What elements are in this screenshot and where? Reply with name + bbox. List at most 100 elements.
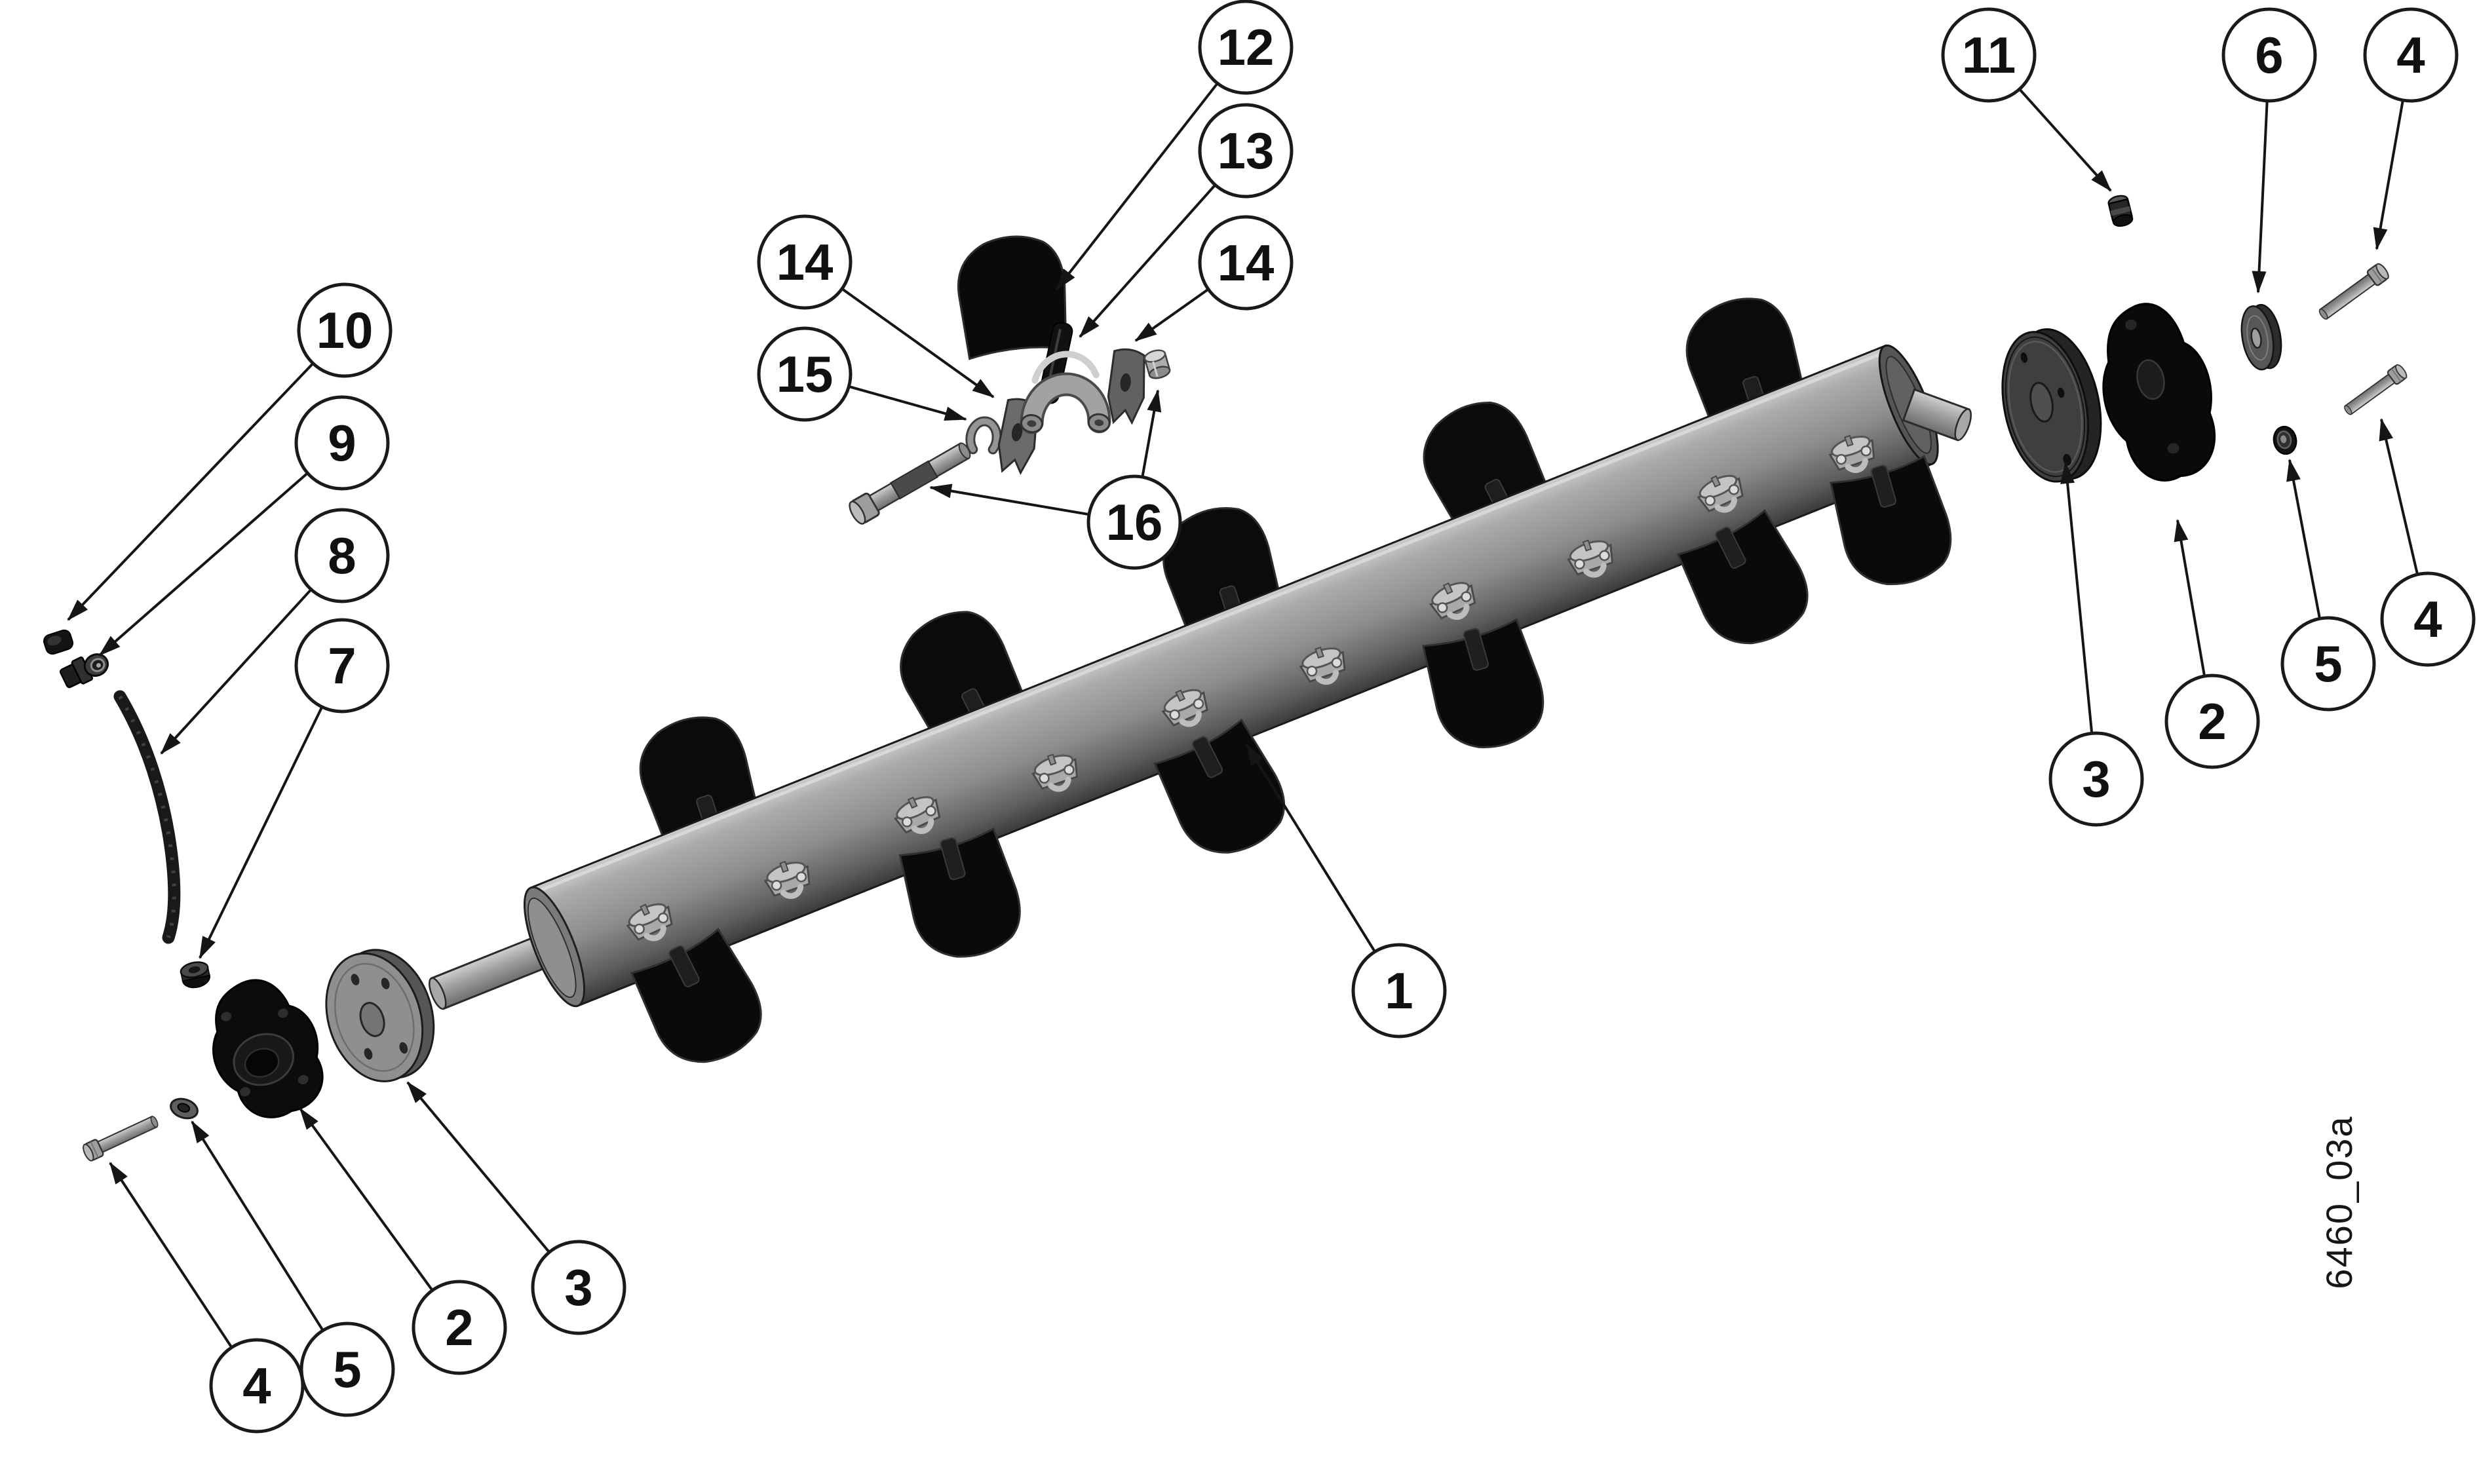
flail-blade — [1150, 716, 1300, 871]
callout-circle — [1198, 215, 1294, 311]
callout-arrow — [406, 1081, 550, 1253]
callout-arrow — [199, 706, 324, 959]
callout-4: 4 — [2363, 7, 2459, 103]
plug-nut — [180, 961, 210, 989]
flat-washer — [2240, 303, 2282, 371]
callout-arrow — [929, 484, 1090, 516]
callout-arrow — [1141, 389, 1162, 478]
bearing-housing — [2085, 292, 2229, 491]
right-hardware-group — [2001, 195, 2410, 491]
callout-number: 6 — [2255, 26, 2283, 84]
clamp-plate — [1104, 347, 1150, 427]
center-hardware-group — [849, 231, 1171, 525]
flail-blade — [627, 926, 777, 1080]
callout-circle — [1941, 7, 2037, 103]
retainer-clip — [965, 416, 1002, 455]
callout-2: 2 — [412, 1280, 507, 1375]
callout-3: 3 — [531, 1240, 626, 1335]
callout-number: 3 — [564, 1259, 592, 1316]
callout-circle — [412, 1280, 507, 1375]
roller-tube-body — [529, 344, 1934, 1008]
callout-15: 15 — [757, 326, 853, 422]
callout-number: 14 — [777, 233, 834, 291]
lock-nut — [2107, 195, 2134, 227]
callout-5: 5 — [299, 1322, 395, 1417]
roller-shaft-left — [428, 930, 562, 1010]
callout-7: 7 — [294, 618, 390, 713]
callout-1: 1 — [1351, 943, 1447, 1038]
callout-arrow — [2252, 100, 2269, 294]
callout-number: 4 — [242, 1357, 271, 1415]
callout-number: 2 — [445, 1299, 473, 1356]
callout-number: 8 — [328, 527, 356, 584]
bearing-housing — [193, 964, 338, 1132]
roller-shaft-right — [1902, 388, 1972, 442]
callout-number: 10 — [317, 301, 374, 359]
callout-arrow — [299, 1107, 434, 1291]
lock-washer — [170, 1097, 199, 1120]
callout-8: 8 — [294, 508, 390, 603]
callout-14: 14 — [757, 214, 853, 310]
callout-arrow — [2018, 88, 2112, 192]
callout-arrow — [2286, 459, 2321, 619]
callout-number: 13 — [1218, 122, 1275, 180]
callout-2: 2 — [2164, 674, 2260, 769]
callout-arrow — [160, 588, 313, 755]
callout-16: 16 — [1086, 474, 1182, 570]
callout-number: 11 — [1962, 26, 2016, 84]
callout-number: 5 — [2314, 635, 2342, 693]
u-shackle — [1020, 351, 1111, 434]
callout-circle — [2164, 674, 2260, 769]
callout-arrow — [1055, 82, 1219, 291]
callout-6: 6 — [2221, 7, 2317, 103]
roller-assembly — [428, 286, 1972, 1080]
callout-number: 4 — [2396, 26, 2425, 84]
callout-circle — [297, 282, 393, 378]
callout-circle — [1086, 474, 1182, 570]
callout-circle — [294, 508, 390, 603]
callout-circle — [294, 395, 390, 491]
callout-arrow — [109, 1162, 233, 1348]
callout-9: 9 — [294, 395, 390, 491]
end-flange — [2001, 328, 2102, 483]
callout-number: 4 — [2413, 590, 2442, 648]
callout-5: 5 — [2280, 616, 2376, 712]
callout-circle — [209, 1338, 305, 1434]
drawing-code-label: 6460_03a — [2318, 1115, 2360, 1289]
left-hardware-group — [43, 629, 435, 1163]
callout-arrow — [191, 1120, 324, 1331]
hex-bolt — [2341, 362, 2410, 419]
callout-arrow — [2379, 418, 2419, 575]
callout-number: 14 — [1218, 234, 1275, 292]
hex-bolt — [2315, 261, 2392, 324]
lock-nut-small — [2273, 425, 2297, 455]
flail-blade — [895, 826, 1031, 970]
callout-number: 16 — [1106, 493, 1163, 551]
flail-blade — [1418, 617, 1555, 761]
callout-circle — [294, 618, 390, 713]
callout-number: 7 — [328, 637, 356, 694]
callout-arrow — [2373, 100, 2404, 250]
callout-circle — [1198, 0, 1294, 95]
callout-circle — [1198, 103, 1294, 199]
callout-number: 2 — [2198, 693, 2226, 750]
shackle-bolt — [849, 442, 971, 525]
callout-number: 12 — [1218, 18, 1275, 76]
grease-hose-texture — [118, 695, 176, 938]
callout-13: 13 — [1198, 103, 1294, 199]
callout-arrow — [2060, 461, 2094, 734]
flail-blade — [1826, 453, 1963, 598]
hex-nut — [1143, 349, 1171, 379]
callout-arrow — [98, 472, 309, 656]
callout-circle — [531, 1240, 626, 1335]
callout-arrow — [1245, 743, 1376, 953]
callout-arrow — [2174, 519, 2206, 677]
end-flange — [325, 949, 435, 1082]
callout-circle — [2380, 571, 2476, 667]
callout-circle — [2048, 731, 2144, 827]
grease-cap — [43, 629, 74, 655]
callout-circle — [757, 214, 853, 310]
callout-arrow — [848, 385, 967, 421]
callout-12: 12 — [1198, 0, 1294, 95]
